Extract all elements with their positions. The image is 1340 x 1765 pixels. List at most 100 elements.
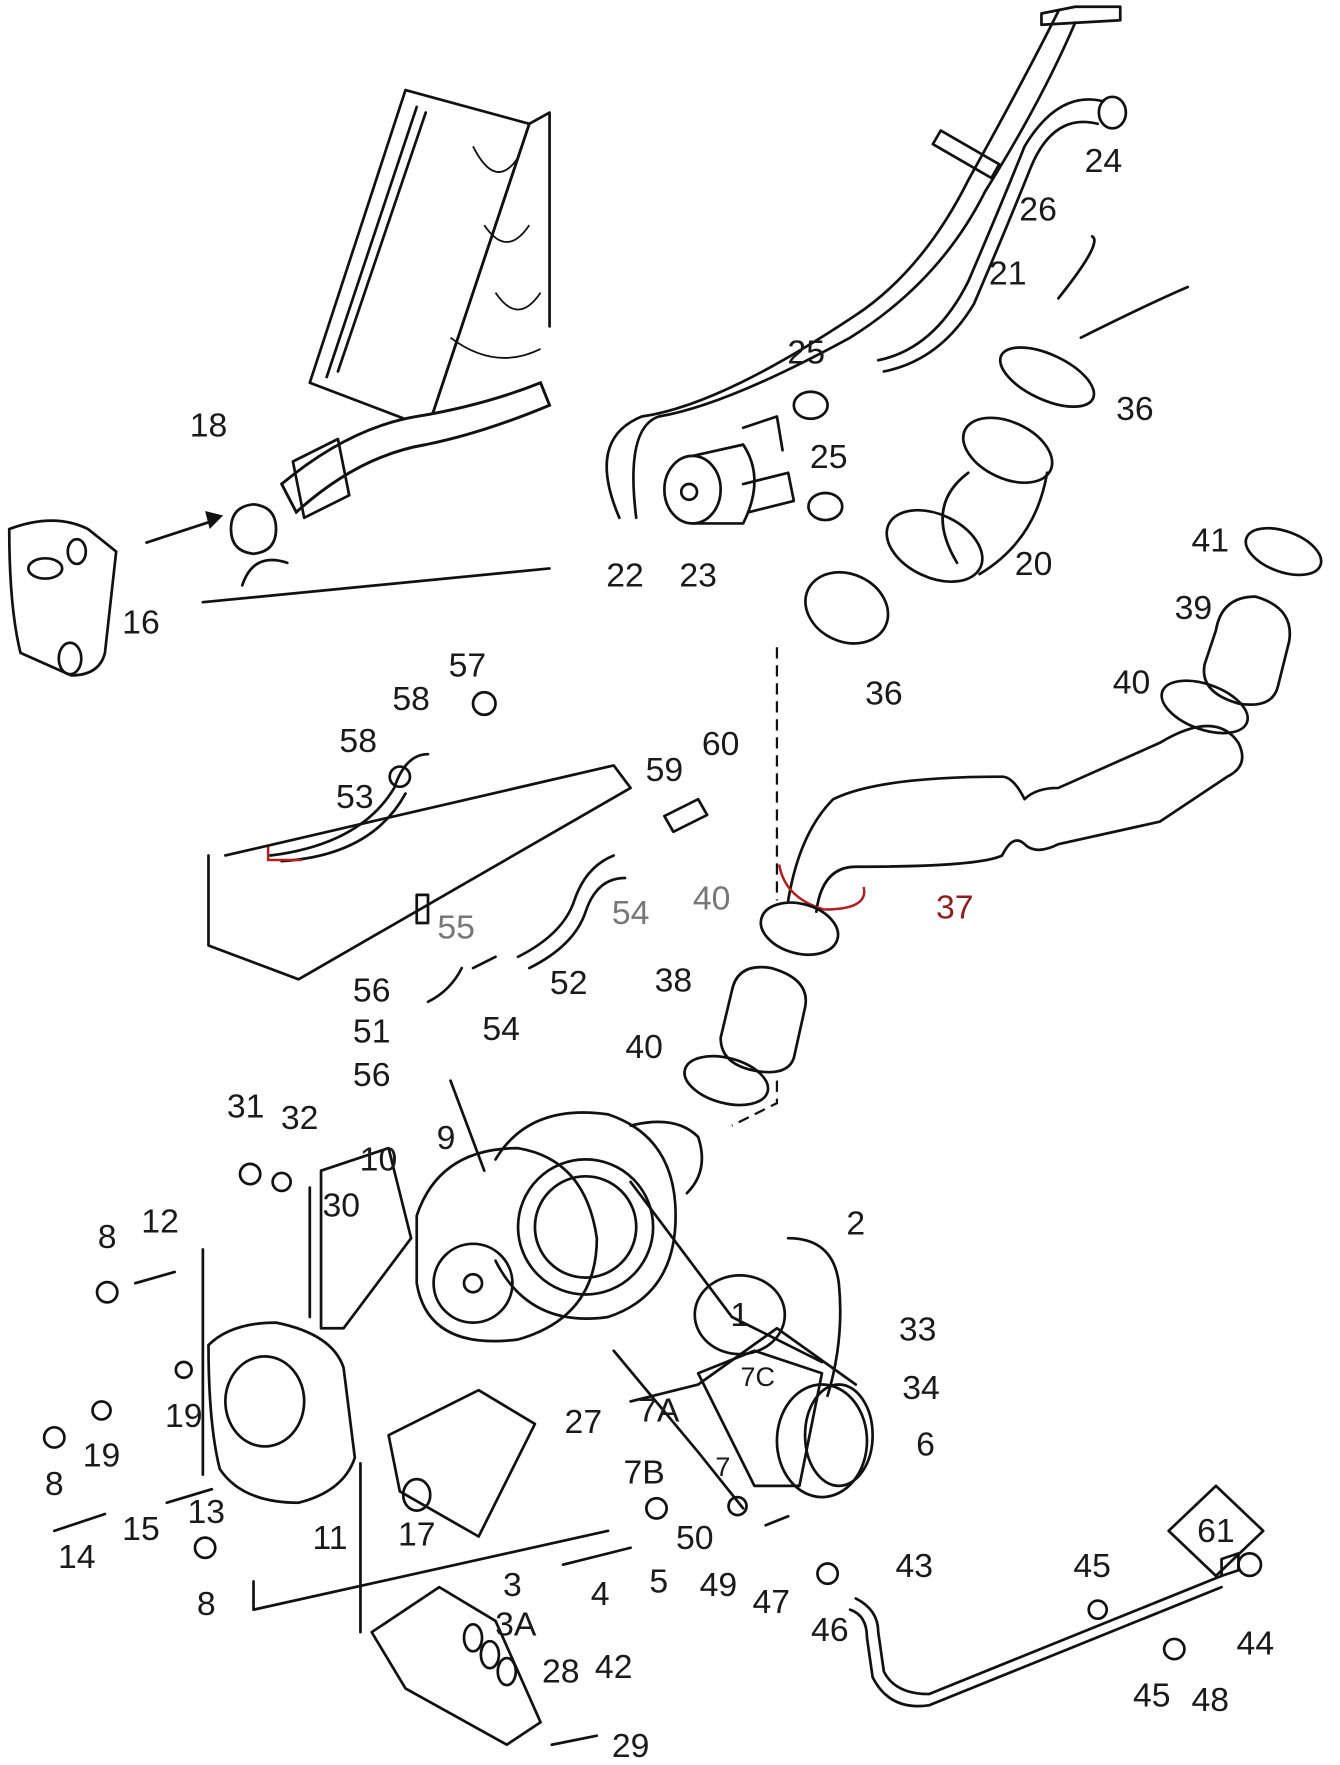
valve-23 <box>663 390 844 525</box>
part-label: 7A <box>638 1392 680 1430</box>
part-label: 45 <box>1073 1547 1111 1585</box>
part-label: 17 <box>398 1515 436 1553</box>
engine-bay-inset <box>145 88 552 604</box>
part-label: 46 <box>811 1611 849 1649</box>
part-label: 40 <box>625 1028 663 1066</box>
part-label: 54 <box>482 1010 520 1048</box>
part-label: 52 <box>550 964 588 1002</box>
clamp-25 <box>792 390 829 421</box>
part-label: 2 <box>846 1205 865 1243</box>
direction-arrow <box>145 519 214 544</box>
part-label: 22 <box>606 556 644 594</box>
part-label: 42 <box>595 1648 633 1686</box>
part-label: 21 <box>989 255 1027 293</box>
fasteners <box>42 1162 1186 1747</box>
reference-number: 61 <box>1197 1512 1235 1550</box>
part-label: 38 <box>655 962 693 1000</box>
bracket-16 <box>7 519 118 677</box>
clamp-25 <box>807 491 844 522</box>
part-label: 54 <box>612 894 650 932</box>
part-label: 19 <box>165 1397 203 1435</box>
part-label: 44 <box>1237 1625 1275 1663</box>
pipe-43 <box>848 1552 1263 1708</box>
part-label: 8 <box>197 1585 216 1623</box>
part-label: 28 <box>542 1653 580 1691</box>
brackets-27-28 <box>201 1186 610 1747</box>
part-number-labels: 24 26 21 25 25 36 22 23 20 36 41 39 40 1… <box>45 142 1274 1765</box>
part-label: 4 <box>591 1575 610 1613</box>
part-label: 14 <box>58 1538 96 1576</box>
part-label: 25 <box>810 438 848 476</box>
part-label: 56 <box>353 972 391 1010</box>
elbow-20 <box>804 235 1190 645</box>
part-label: 36 <box>1116 390 1154 428</box>
part-label: 11 <box>313 1519 348 1557</box>
part-label: 6 <box>916 1425 935 1463</box>
part-label: 13 <box>187 1493 225 1531</box>
part-label: 8 <box>45 1465 64 1503</box>
part-label: 51 <box>353 1012 391 1050</box>
part-label: 53 <box>336 778 374 816</box>
part-label: 3A <box>495 1605 537 1643</box>
clamp-36 <box>998 346 1096 409</box>
part-label: 58 <box>339 722 377 760</box>
oil-lines <box>207 690 709 1004</box>
part-label: 7 <box>715 1452 730 1482</box>
part-label: 39 <box>1175 589 1213 627</box>
part-label: 5 <box>649 1563 668 1601</box>
part-label: 55 <box>437 909 475 947</box>
clip-26 <box>931 129 1001 180</box>
reference-callout-61: 61 <box>1167 1484 1265 1578</box>
part-label: 32 <box>281 1099 319 1137</box>
part-label: 50 <box>676 1519 714 1557</box>
part-label: 29 <box>612 1727 650 1765</box>
part-label: 16 <box>122 604 160 642</box>
flange-11 <box>207 1146 413 1505</box>
part-label: 58 <box>392 680 430 718</box>
part-label: 7B <box>623 1454 664 1492</box>
part-label: 20 <box>1015 545 1053 583</box>
clamp-24 <box>1097 95 1128 130</box>
part-label: 41 <box>1192 521 1230 559</box>
part-label: 31 <box>227 1088 265 1126</box>
part-label: 19 <box>83 1437 121 1475</box>
clamp-36 <box>804 570 890 645</box>
part-label: 23 <box>679 556 717 594</box>
part-label: 12 <box>141 1202 179 1240</box>
part-label: 37 <box>936 888 974 926</box>
part-label: 27 <box>565 1403 603 1441</box>
part-label: 45 <box>1133 1676 1171 1714</box>
part-label: 10 <box>360 1141 398 1179</box>
part-label: 59 <box>646 751 684 789</box>
part-label: 36 <box>865 675 903 713</box>
part-label: 47 <box>753 1583 791 1621</box>
part-label: 26 <box>1019 191 1057 229</box>
part-label: 43 <box>895 1547 933 1585</box>
part-label: 33 <box>899 1311 937 1349</box>
sleeve-38 <box>683 965 808 1107</box>
hose-21-22 <box>605 5 1128 520</box>
part-label: 9 <box>437 1119 456 1157</box>
part-label: 8 <box>98 1218 117 1256</box>
part-label: 24 <box>1085 142 1123 180</box>
part-label: 18 <box>190 407 228 445</box>
part-label: 56 <box>353 1056 391 1094</box>
wastegate-actuator-6 <box>612 1326 874 1510</box>
part-label: 7C <box>741 1362 776 1392</box>
part-label: 60 <box>702 725 740 763</box>
assembly-number: 1 <box>730 1296 749 1334</box>
assembly-callout-1: 1 <box>693 1273 787 1356</box>
part-label: 40 <box>693 879 731 917</box>
part-label: 30 <box>323 1187 361 1225</box>
part-label: 40 <box>1113 663 1151 701</box>
part-label: 49 <box>700 1566 738 1604</box>
part-label: 3 <box>503 1566 522 1604</box>
part-label: 48 <box>1192 1681 1230 1719</box>
part-label: 34 <box>902 1369 940 1407</box>
hose-37 <box>759 724 1244 957</box>
turbocharger <box>415 1079 842 1398</box>
part-label: 25 <box>787 333 825 371</box>
part-label: 15 <box>122 1510 160 1548</box>
